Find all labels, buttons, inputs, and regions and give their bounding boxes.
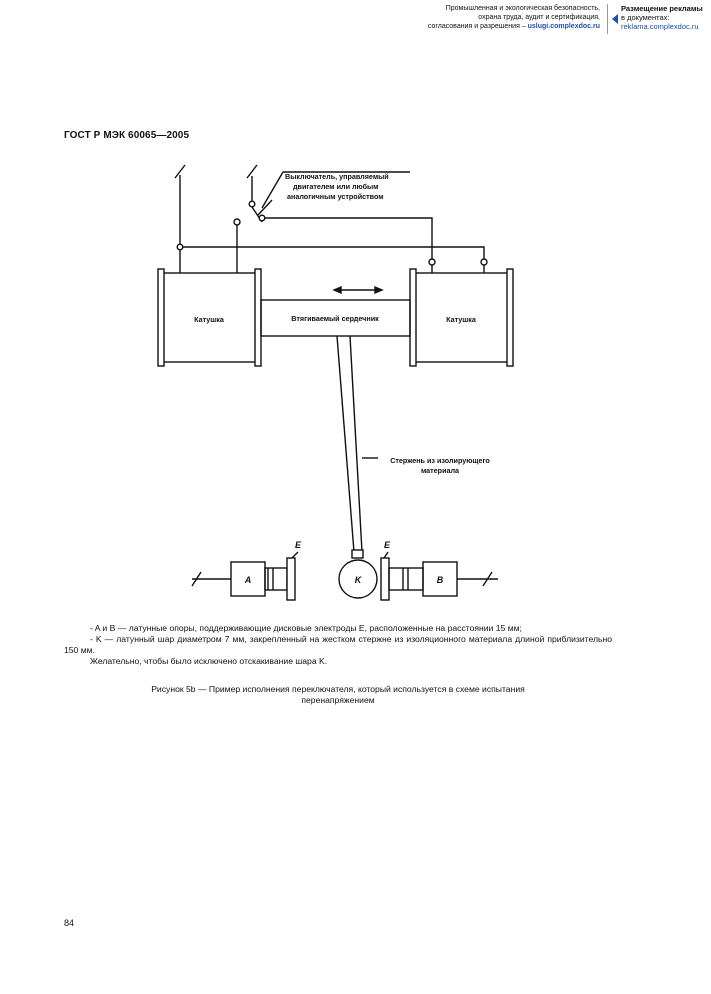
- figure-caption: Рисунок 5b — Пример исполнения переключа…: [64, 684, 612, 706]
- banner-divider: [607, 4, 608, 34]
- banner-line-prefix: согласования и разрешения –: [427, 23, 528, 30]
- caption-line: Рисунок 5b — Пример исполнения переключа…: [151, 684, 525, 694]
- site-banner: Промышленная и экологическая безопасност…: [0, 2, 711, 42]
- ads-link[interactable]: reklama.complexdoc.ru: [621, 22, 699, 31]
- banner-line: согласования и разрешения – uslugi.compl…: [390, 22, 600, 31]
- right-coil-terminal-1: [428, 258, 436, 266]
- ball-k: [338, 559, 378, 599]
- coil-right-label: Катушка: [446, 315, 477, 324]
- electrode-left-disc: [286, 557, 296, 601]
- left-open-terminal: [233, 218, 241, 226]
- electrode-left-label: E: [295, 540, 302, 550]
- banner-line: в документах:: [621, 13, 670, 22]
- banner-line: Промышленная и экологическая безопасност…: [445, 5, 600, 12]
- right-coil-terminal-2: [480, 258, 488, 266]
- electrode-right-label: E: [384, 540, 391, 550]
- rod-label-line: материала: [421, 466, 460, 475]
- rod-right-edge: [349, 335, 363, 553]
- switch-terminal-mark: [246, 164, 258, 179]
- left-terminal-mark: [174, 164, 186, 179]
- switch-label-line: Выключатель, управляемый: [285, 172, 389, 181]
- support-a-label: A: [244, 575, 252, 585]
- rod-label-line: Стержень из изолирующего: [390, 456, 490, 465]
- banner-ads-text: Размещение рекламы в документах: reklama…: [621, 4, 709, 31]
- support-b-terminal-mark: [482, 571, 493, 587]
- left-coil-flange-inner: [254, 268, 262, 367]
- banner-services-text: Промышленная и экологическая безопасност…: [390, 4, 600, 31]
- switch-output-wire: [265, 217, 433, 260]
- rod-clamp: [351, 549, 364, 559]
- note-line: - A и B — латунные опоры, поддерживающие…: [90, 623, 522, 633]
- rod-left-edge: [336, 335, 355, 553]
- banner-line: Размещение рекламы: [621, 4, 703, 13]
- support-a-terminal-mark: [191, 571, 202, 587]
- left-junction: [176, 243, 184, 251]
- support-b-stem: [388, 567, 424, 591]
- note-line: - K — латунный шар диаметром 7 мм, закре…: [64, 634, 612, 655]
- right-coil-flange-inner: [409, 268, 417, 367]
- arrow-left-icon: [612, 14, 618, 24]
- note-line: Желательно, чтобы было исключено отскаки…: [90, 656, 328, 666]
- caption-line: перенапряжением: [301, 695, 375, 705]
- switch-blade-arm: [257, 199, 273, 216]
- document-header: ГОСТ Р МЭК 60065—2005: [64, 130, 190, 141]
- electrode-right-disc: [380, 557, 390, 601]
- banner-line: охрана труда, аудит и сертификация,: [478, 14, 600, 21]
- services-link[interactable]: uslugi.complexdoc.ru: [527, 23, 600, 30]
- switch-contact-bottom: [258, 214, 266, 222]
- page-number: 84: [64, 918, 75, 928]
- switch-label-line: аналогичным устройством: [287, 192, 384, 201]
- plunger-core: [260, 299, 411, 337]
- right-coil-flange-outer: [506, 268, 514, 367]
- left-coil-flange-outer: [157, 268, 165, 367]
- arrow-left-icon: [332, 285, 342, 295]
- core-label: Втягиваемый сердечник: [291, 314, 379, 323]
- ball-k-label: K: [355, 575, 363, 585]
- upper-bus-wire: [180, 246, 485, 262]
- coil-left-label: Катушка: [194, 315, 225, 324]
- switch-label-line: двигателем или любым: [293, 182, 379, 191]
- switch-label-leader: [261, 171, 284, 209]
- arrow-right-icon: [374, 285, 384, 295]
- figure-notes: - A и B — латунные опоры, поддерживающие…: [64, 620, 612, 667]
- support-b-label: B: [437, 575, 444, 585]
- switch-contact-top: [248, 200, 256, 208]
